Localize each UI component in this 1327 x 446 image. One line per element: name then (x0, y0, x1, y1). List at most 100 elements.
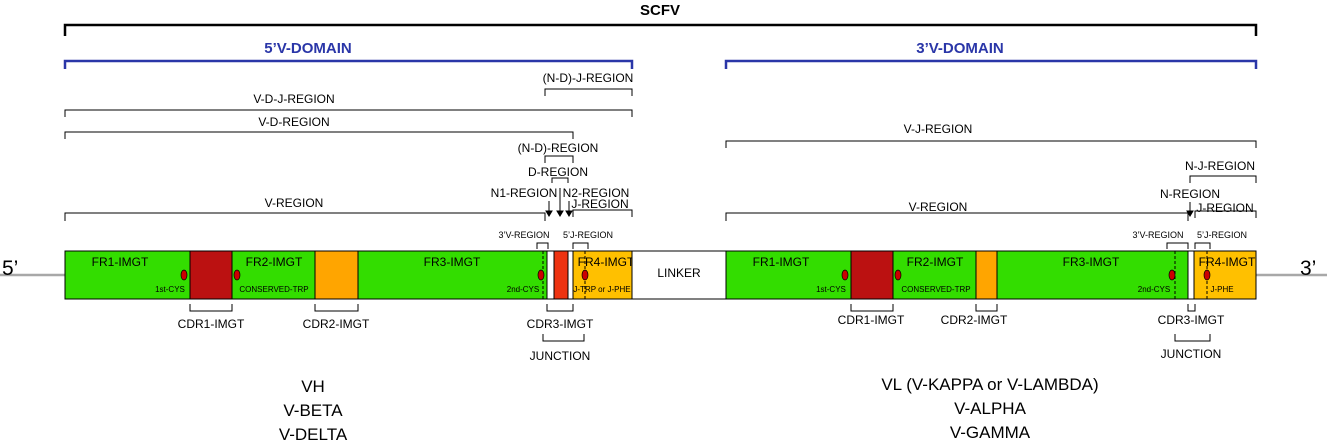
left-nd-region-bracket (544, 155, 574, 163)
right-trp-marker (894, 269, 902, 281)
left-v-region-bracket (64, 212, 546, 221)
right-fr4-block (1193, 250, 1257, 300)
left-cys1-label: 1st-CYS (155, 285, 185, 294)
left-cys2-marker (537, 269, 545, 281)
right-cdr1-block (850, 250, 894, 300)
right-j-region-bracket (1194, 210, 1257, 218)
left-junction-bracket (542, 334, 585, 342)
left-cdr2-block (314, 250, 359, 300)
right-nj-region-bracket (1189, 175, 1257, 183)
left-vdj-region-label: V-D-J-REGION (253, 92, 334, 106)
left-cdr3-label: CDR3-IMGT (527, 317, 594, 331)
left-cdr2-label: CDR2-IMGT (303, 317, 370, 331)
left-n2-block (567, 250, 574, 300)
left-3v-region-bracket (536, 242, 549, 249)
right-domain-label: 3’V-DOMAIN (916, 40, 1004, 57)
right-cdr1-label: CDR1-IMGT (838, 313, 905, 327)
right-3v-region-bracket (1166, 242, 1189, 249)
right-n-region-arrow (1186, 202, 1194, 217)
right-v-domain-bar (725, 250, 1257, 300)
right-cdr3-bracket (1187, 304, 1196, 312)
five-prime-end-label: 5’ (2, 257, 18, 280)
left-v-region-label: V-REGION (265, 196, 324, 210)
left-nd-j-region-label: (N-D)-J-REGION (543, 71, 634, 85)
left-n2-region-label: N2-REGION (563, 186, 630, 200)
left-n1-region-label: N1-REGION (491, 186, 558, 200)
right-chain-3: V-GAMMA (950, 423, 1031, 442)
right-v-region-bracket (725, 212, 1189, 221)
left-d-region-bracket (551, 177, 569, 183)
right-junction-label: JUNCTION (1161, 347, 1222, 361)
left-jtrp-label: J-TRP or J-PHE (573, 285, 630, 294)
right-fr3-label: FR3-IMGT (1063, 255, 1120, 269)
right-fr1-block (725, 250, 852, 300)
left-j-region-label: J-REGION (571, 197, 628, 211)
right-cys1-marker (841, 269, 849, 281)
right-cys1-label: 1st-CYS (816, 285, 846, 294)
right-n-block (1187, 250, 1195, 300)
right-chain-2: V-ALPHA (954, 399, 1026, 418)
right-cdr1-bracket (850, 304, 894, 312)
linker-label: LINKER (657, 266, 701, 280)
right-cys2-marker (1168, 269, 1176, 281)
right-v-region-label: V-REGION (909, 200, 968, 214)
left-fr1-label: FR1-IMGT (92, 255, 149, 269)
right-cdr2-label: CDR2-IMGT (941, 313, 1008, 327)
right-chain-1: VL (V-KAPPA or V-LAMBDA) (881, 375, 1098, 394)
left-junction-label: JUNCTION (530, 349, 591, 363)
right-n-region-label: N-REGION (1160, 187, 1220, 201)
left-trp-marker (233, 269, 241, 281)
left-domain-bracket (63, 59, 634, 69)
left-vd-region-bracket (64, 131, 574, 139)
right-cys2-label: 2nd-CYS (1138, 285, 1170, 294)
left-cdr3-bracket (546, 304, 574, 312)
right-cdr2-bracket (975, 304, 998, 312)
right-jphe-marker (1203, 269, 1211, 281)
left-region-arrows (545, 188, 573, 217)
left-chain-3: V-DELTA (279, 425, 348, 444)
left-cys2-label: 2nd-CYS (507, 285, 539, 294)
three-prime-end-label: 3’ (1300, 257, 1316, 280)
left-chain-2: V-BETA (283, 401, 343, 420)
right-cdr2-block (975, 250, 998, 300)
left-fr2-label: FR2-IMGT (246, 255, 303, 269)
right-vj-region-label: V-J-REGION (904, 122, 973, 136)
left-fr2-block (231, 250, 316, 300)
right-5j-region-bracket (1194, 242, 1211, 249)
left-nd-j-region-bracket (544, 88, 633, 96)
left-d-block (553, 250, 569, 300)
left-3v-region-label: 3’V-REGION (498, 230, 549, 240)
right-3v-region-label: 3’V-REGION (1132, 230, 1183, 240)
left-cdr1-label: CDR1-IMGT (178, 317, 245, 331)
left-cdr1-bracket (189, 304, 233, 312)
right-jphe-label: J-PHE (1210, 285, 1233, 294)
right-fr1-label: FR1-IMGT (753, 255, 810, 269)
left-d-region-label: D-REGION (528, 165, 588, 179)
left-vd-region-label: V-D-REGION (258, 115, 329, 129)
right-fr2-block (892, 250, 977, 300)
left-chain-1: VH (301, 377, 325, 396)
right-domain-bracket (724, 59, 1258, 69)
right-trp-label: CONSERVED-TRP (901, 285, 970, 294)
left-cdr1-block (189, 250, 233, 300)
right-fr4-label: FR4-IMGT (1199, 255, 1256, 269)
left-fr4-label: FR4-IMGT (578, 255, 635, 269)
right-j-region-label: J-REGION (1196, 201, 1253, 215)
scfv-title: SCFV (640, 2, 680, 19)
right-nj-region-label: N-J-REGION (1185, 159, 1255, 173)
left-n1-block (546, 250, 555, 300)
left-trp-label: CONSERVED-TRP (239, 285, 308, 294)
left-domain-label: 5’V-DOMAIN (264, 40, 352, 57)
left-5j-region-bracket (572, 242, 589, 249)
left-nd-region-label: (N-D)-REGION (518, 141, 599, 155)
left-fr3-block (357, 250, 548, 300)
right-5j-region-label: 5’J-REGION (1197, 230, 1247, 240)
left-fr3-label: FR3-IMGT (424, 255, 481, 269)
left-cys1-marker (180, 269, 188, 281)
left-v-domain-bar (64, 250, 633, 300)
left-j-region-bracket (572, 209, 633, 217)
left-fr1-block (64, 250, 191, 300)
right-fr2-label: FR2-IMGT (907, 255, 964, 269)
left-cdr2-bracket (314, 304, 359, 312)
